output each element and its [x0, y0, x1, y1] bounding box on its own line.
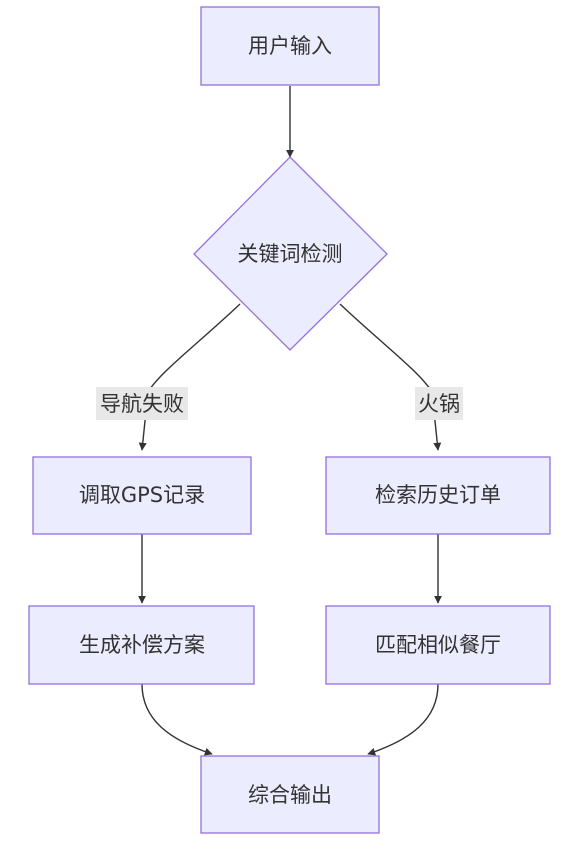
node-user-input[interactable]: 用户输入: [200, 6, 380, 86]
node-history-orders-label: 检索历史订单: [375, 483, 501, 507]
edge-detect-to-gps: [138, 303, 241, 451]
node-compensation-plan[interactable]: 生成补偿方案: [28, 605, 255, 685]
node-keyword-detect[interactable]: 关键词检测: [193, 156, 388, 351]
node-compensation-plan-label: 生成补偿方案: [79, 633, 205, 657]
node-match-restaurants-label: 匹配相似餐厅: [375, 633, 501, 657]
edge-match-to-output: [367, 683, 439, 756]
edge-label-hotpot-text: 火锅: [418, 392, 460, 416]
edge-label-hotpot: 火锅: [415, 387, 463, 420]
edge-label-nav-fail: 导航失败: [96, 387, 188, 420]
node-history-orders[interactable]: 检索历史订单: [325, 456, 551, 535]
edge-label-nav-fail-text: 导航失败: [100, 392, 184, 416]
edge-compensate-to-output: [141, 683, 213, 756]
node-gps-record-label: 调取GPS记录: [79, 483, 205, 507]
node-gps-record[interactable]: 调取GPS记录: [32, 456, 252, 535]
node-combined-output[interactable]: 综合输出: [200, 755, 380, 834]
node-match-restaurants[interactable]: 匹配相似餐厅: [325, 605, 551, 685]
edge-detect-to-history: [339, 303, 442, 451]
node-user-input-label: 用户输入: [248, 34, 332, 58]
node-combined-output-label: 综合输出: [248, 783, 332, 807]
node-keyword-detect-label: 关键词检测: [238, 242, 343, 266]
